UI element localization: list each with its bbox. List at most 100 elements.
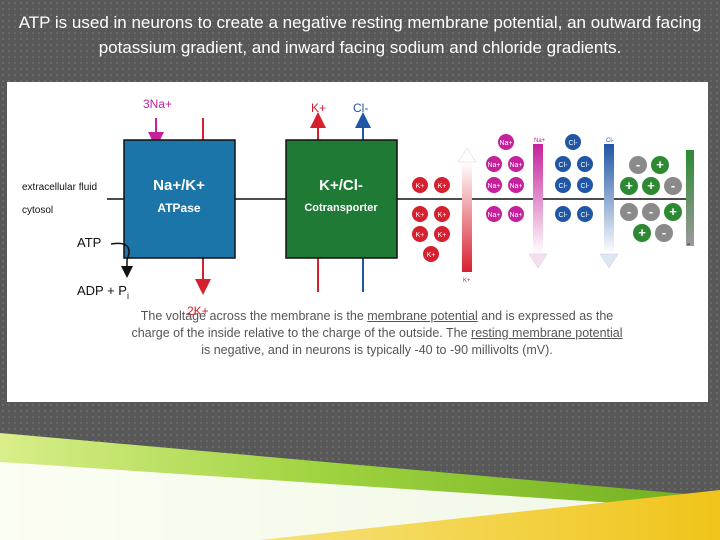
negative-charge [620, 203, 638, 221]
svg-text:K+: K+ [416, 212, 425, 219]
potassium-gradient-arrow: K+ [457, 147, 477, 284]
sodium-ion [508, 156, 524, 172]
sodium-ion [508, 177, 524, 193]
cotransporter-chloride-label: Cl- [353, 101, 368, 115]
membrane-potential-term: membrane potential [367, 309, 478, 323]
caption-text: charge of the inside relative to the cha… [131, 326, 472, 340]
svg-text:Cl-: Cl- [559, 183, 569, 190]
positive-charge [633, 224, 651, 242]
positive-charge [664, 203, 682, 221]
caption-text: is negative, and in neurons is typically… [201, 343, 553, 357]
svg-text:+: + [638, 225, 646, 240]
sodium-ion [486, 156, 502, 172]
green-band [0, 433, 720, 540]
svg-text:-: - [671, 178, 675, 193]
svg-text:Na+: Na+ [487, 162, 500, 169]
svg-text:Na+: Na+ [487, 212, 500, 219]
adp-label: ADP + Pi [77, 283, 129, 301]
atp-hydrolysis-arrow [110, 242, 133, 278]
chloride-ion [555, 177, 571, 193]
na-k-atpase-pump: 3Na+ 2K+ Na+/K+ ATPase ATP ADP + Pi [77, 97, 236, 318]
svg-text:Cl-: Cl- [581, 183, 591, 190]
svg-text:Cl-: Cl- [569, 140, 579, 147]
chloride-gradient-arrow: Cl- [599, 138, 619, 269]
negative-charge [664, 177, 682, 195]
svg-text:-: - [649, 204, 653, 219]
potassium-ion [434, 206, 450, 222]
sodium-ion [486, 206, 502, 222]
negative-charge [655, 224, 673, 242]
sodium-gradient-arrow: Na+ [528, 138, 548, 269]
chloride-ion [577, 156, 593, 172]
charge-circles: - + + + - - - + + - [620, 156, 682, 242]
sodium-ion [508, 206, 524, 222]
potassium-ion [434, 177, 450, 193]
positive-charge [620, 177, 638, 195]
svg-text:+: + [669, 204, 677, 219]
white-stripe [0, 462, 720, 540]
svg-text:K+: K+ [438, 212, 447, 219]
positive-charge [642, 177, 660, 195]
potassium-ion [423, 246, 439, 262]
sodium-out-label: 3Na+ [143, 97, 172, 111]
potassium-in-label: 2K+ [187, 304, 209, 318]
potassium-ion [412, 206, 428, 222]
svg-text:Na+: Na+ [487, 183, 500, 190]
svg-text:K+: K+ [438, 232, 447, 239]
potassium-ion [412, 177, 428, 193]
caption-text: and is expressed as the [477, 309, 614, 323]
cotransporter-subname: Cotransporter [304, 202, 378, 214]
potassium-ion [434, 226, 450, 242]
chloride-ion [565, 134, 581, 150]
svg-text:K+: K+ [416, 232, 425, 239]
chloride-ion [577, 177, 593, 193]
svg-text:Cl-: Cl- [581, 162, 591, 169]
charge-gradient-bar: + - [686, 150, 694, 250]
sodium-ion [498, 134, 514, 150]
potassium-ions: K+ K+ K+ K+ K+ K+ K+ [412, 177, 450, 262]
chloride-ion [555, 156, 571, 172]
slide-title: ATP is used in neurons to create a negat… [18, 13, 702, 57]
svg-text:-: - [636, 157, 640, 172]
pump-subname: ATPase [157, 201, 200, 215]
svg-text:-: - [627, 204, 631, 219]
svg-text:Cl-: Cl- [559, 212, 569, 219]
cotransporter-box [285, 139, 398, 259]
charge-bar-plus-label: + [687, 152, 692, 162]
svg-text:Cl-: Cl- [581, 212, 591, 219]
potassium-gradient-label: K+ [463, 278, 471, 284]
pump-box [123, 139, 236, 259]
svg-text:K+: K+ [427, 252, 436, 259]
cotransporter-potassium-label: K+ [311, 101, 326, 115]
caption-text: The voltage across the membrane is the [140, 309, 368, 323]
svg-text:Na+: Na+ [509, 162, 522, 169]
extracellular-fluid-label: extracellular fluid [22, 182, 97, 193]
sodium-gradient-label: Na+ [534, 138, 546, 144]
chloride-ions: Cl- Cl- Cl- Cl- Cl- Cl- Cl- [555, 134, 593, 222]
resting-membrane-potential-term: resting membrane potential [471, 326, 623, 340]
charge-bar-minus-label: - [687, 239, 690, 250]
sodium-ions: Na+ Na+ Na+ Na+ Na+ Na+ Na+ [486, 134, 524, 222]
svg-text:+: + [656, 157, 664, 172]
chloride-ion [555, 206, 571, 222]
svg-text:+: + [625, 178, 633, 193]
svg-text:K+: K+ [438, 183, 447, 190]
positive-charge [651, 156, 669, 174]
chloride-gradient-label: Cl- [606, 138, 614, 144]
svg-text:K+: K+ [416, 183, 425, 190]
atp-label: ATP [77, 235, 101, 250]
svg-text:Na+: Na+ [509, 183, 522, 190]
diagram-caption: The voltage across the membrane is the m… [97, 308, 657, 359]
diagram-svg: extracellular fluid cytosol 3Na+ 2K+ Na+… [22, 97, 694, 318]
chloride-ion [577, 206, 593, 222]
k-cl-cotransporter: K+ Cl- K+/Cl- Cotransporter [285, 101, 398, 292]
svg-text:Na+: Na+ [499, 140, 512, 147]
cytosol-label: cytosol [22, 205, 53, 216]
negative-charge [642, 203, 660, 221]
negative-charge [629, 156, 647, 174]
svg-text:Na+: Na+ [509, 212, 522, 219]
cotransporter-name: K+/Cl- [319, 177, 363, 194]
pump-name: Na+/K+ [153, 177, 205, 194]
potassium-ion [412, 226, 428, 242]
svg-text:Cl-: Cl- [559, 162, 569, 169]
